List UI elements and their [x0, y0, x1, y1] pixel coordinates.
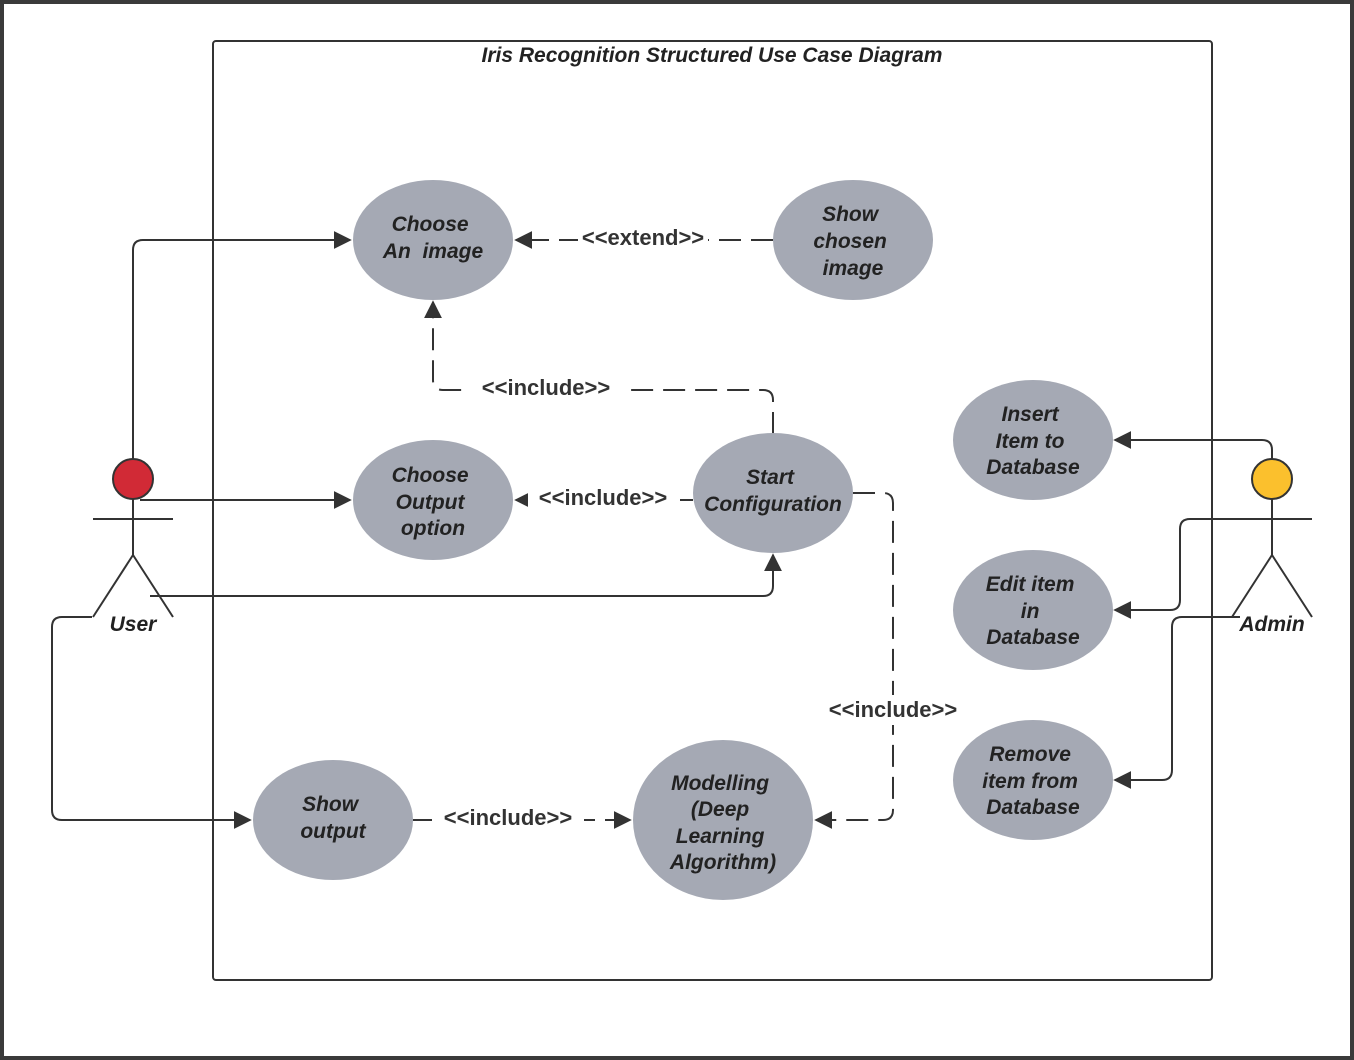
use-case-text: Choose: [392, 464, 469, 487]
assoc-user-start-config: [150, 553, 782, 597]
actor-user[interactable]: User: [92, 458, 174, 636]
admin-actor-head: [1251, 458, 1293, 500]
use-case-text: Choose: [392, 213, 469, 236]
use-case-text: Remove: [989, 743, 1071, 766]
use-case-text: Insert: [1001, 403, 1059, 426]
use-case-text: Algorithm): [669, 851, 776, 874]
use-case-text: option: [401, 517, 465, 540]
use-case-choose-output-option[interactable]: Choose Output option: [353, 440, 513, 560]
use-case-show-chosen-image[interactable]: Show chosen image: [773, 180, 933, 300]
use-case-text: Database: [986, 796, 1080, 819]
user-actor-head: [112, 458, 154, 500]
use-case-text: Show: [822, 203, 880, 226]
use-case-text: chosen: [813, 230, 887, 253]
include-label-choose-image: <<include>>: [482, 375, 610, 400]
svg-text:Edit item in Datab: Edit item in Database: [986, 573, 1081, 649]
use-case-text: Modelling: [671, 772, 769, 795]
use-case-text: Configuration: [704, 493, 842, 516]
use-case-text: Output: [396, 491, 466, 514]
use-case-text: in: [1021, 600, 1040, 623]
svg-text:Show output: Show output: [300, 793, 366, 843]
svg-text:Show chosen image: Show chosen image: [813, 203, 892, 280]
use-case-text: Learning: [676, 825, 765, 848]
use-case-text: item from: [982, 770, 1078, 793]
svg-text:Choose An image: Choose An image: [382, 213, 484, 263]
assoc-admin-insert: [1113, 431, 1273, 462]
use-case-text: Database: [986, 456, 1080, 479]
svg-text:Insert Item to Dat: Insert Item to Database: [986, 403, 1080, 479]
use-case-modelling[interactable]: Modelling (Deep Learning Algorithm): [633, 740, 813, 900]
include-label-choose-output: <<include>>: [539, 485, 667, 510]
use-case-diagram: Iris Recognition Structured Use Case Dia…: [51, 40, 1313, 981]
svg-text:Remove item from D: Remove item from Database: [982, 743, 1084, 819]
use-case-text: Edit item: [986, 573, 1075, 596]
extend-label: <<extend>>: [582, 225, 704, 250]
include-start-config-to-modelling: [814, 492, 894, 829]
include-label-show-output: <<include>>: [444, 805, 572, 830]
system-boundary: [212, 40, 1213, 981]
assoc-admin-edit: [1113, 518, 1248, 619]
admin-actor-label: Admin: [1238, 613, 1304, 636]
assoc-admin-remove: [1113, 616, 1240, 789]
use-case-text: Item to: [996, 430, 1065, 453]
use-case-remove-item[interactable]: Remove item from Database: [953, 720, 1113, 840]
use-case-text: output: [300, 820, 366, 843]
use-case-text: image: [823, 257, 884, 280]
use-case-insert-item[interactable]: Insert Item to Database: [953, 380, 1113, 500]
assoc-user-choose-image: [132, 231, 352, 462]
diagram-title: Iris Recognition Structured Use Case Dia…: [482, 44, 943, 67]
actor-admin[interactable]: Admin: [1231, 458, 1313, 636]
svg-text:Start Configuration: Start Configuration: [704, 466, 842, 516]
svg-text:Choose Output opti: Choose Output option: [392, 464, 475, 540]
include-start-config-to-choose-image: [424, 300, 774, 434]
assoc-user-show-output: [51, 616, 252, 829]
use-case-text: Start: [746, 466, 795, 489]
use-case-text: (Deep: [691, 798, 750, 821]
use-case-text: Show: [302, 793, 360, 816]
use-case-start-configuration[interactable]: Start Configuration: [693, 433, 853, 553]
use-case-choose-image[interactable]: Choose An image: [353, 180, 513, 300]
use-case-show-output[interactable]: Show output: [253, 760, 413, 880]
use-case-edit-item[interactable]: Edit item in Database: [953, 550, 1113, 670]
include-label-modelling: <<include>>: [829, 697, 957, 722]
use-case-text: Database: [986, 626, 1080, 649]
user-actor-label: User: [110, 613, 159, 636]
svg-text:Modelling (Deep Le: Modelling (Deep Learning Algorithm): [669, 772, 776, 874]
use-case-text: An image: [382, 240, 484, 263]
